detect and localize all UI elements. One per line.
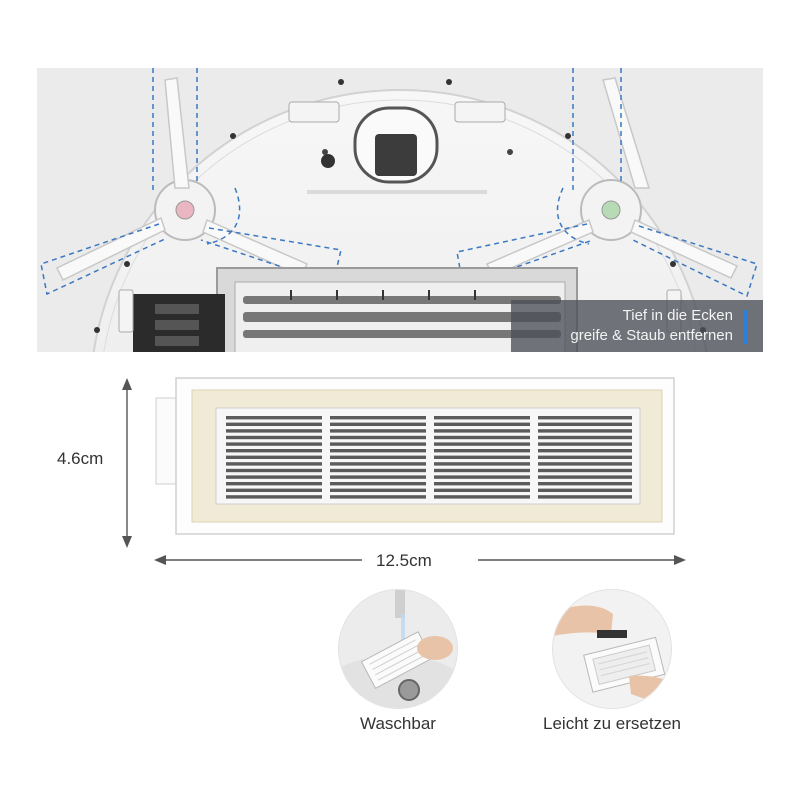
replace-label: Leicht zu ersetzen <box>543 714 681 733</box>
caption-accent-bar <box>744 310 747 344</box>
replace-photo <box>553 590 671 708</box>
washable-photo <box>339 590 457 708</box>
width-label: 12.5cm <box>376 551 432 570</box>
filter-diagram <box>122 377 686 565</box>
robot-underside-photo: Tief in die Ecken greife & Staub entfern… <box>37 68 763 352</box>
width-dimension-arrow <box>154 555 686 565</box>
caption-line-2: greife & Staub entfernen <box>570 327 733 344</box>
filter-pleats <box>226 416 632 499</box>
height-label: 4.6cm <box>57 449 104 468</box>
robot-vacuum-illustration <box>37 68 763 352</box>
banner-caption: Tief in die Ecken greife & Staub entfern… <box>511 300 763 352</box>
washable-label: Waschbar <box>360 714 436 733</box>
caption-line-1: Tief in die Ecken <box>622 307 733 324</box>
height-dimension-arrow <box>122 378 132 548</box>
